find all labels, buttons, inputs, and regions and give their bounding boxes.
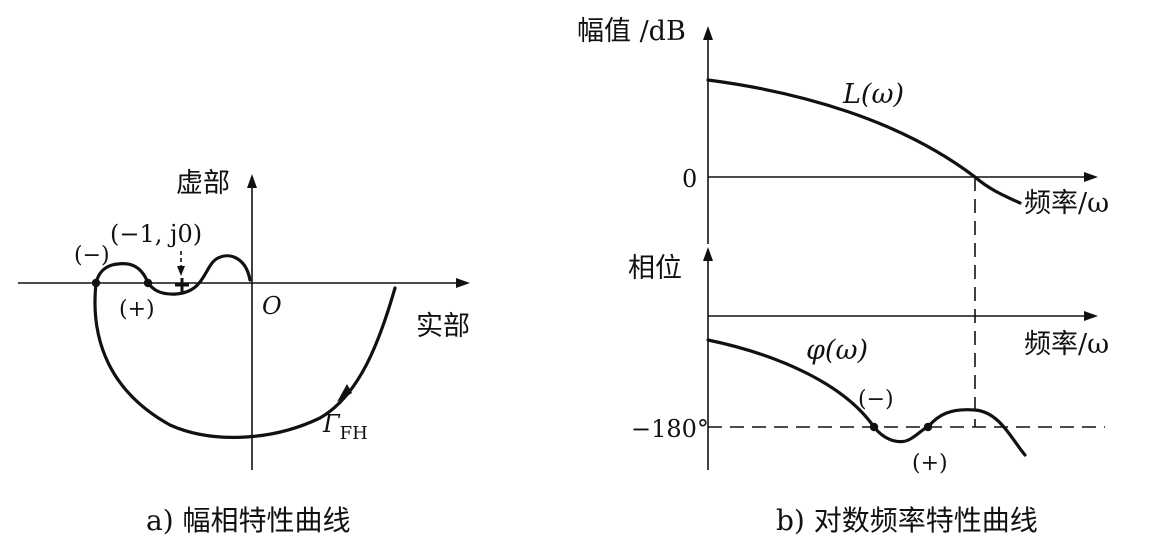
phase-crossing-label-negative: (−) (858, 387, 894, 412)
magnitude-zero-tick: 0 (682, 165, 697, 193)
imag-axis-arrowhead (247, 174, 257, 188)
imag-axis-label: 虚部 (176, 168, 230, 199)
magnitude-curve (706, 78, 1022, 205)
phase-crossing-dot-negative (869, 422, 879, 432)
phase-curve (706, 338, 1027, 457)
crossing-label-negative: (−) (74, 243, 110, 268)
real-axis-arrowhead (456, 278, 470, 288)
phase-curve-label: φ(ω) (806, 335, 868, 366)
curve-label: ΓFH (322, 410, 368, 444)
phase-axis-label: 相位 (628, 253, 682, 284)
origin-label: O (262, 292, 282, 320)
magnitude-axis-label: 幅值 /dB (577, 16, 686, 47)
real-axis-label: 实部 (416, 311, 470, 342)
phase-crossing-label-positive: (+) (912, 451, 948, 476)
phase-freq-axis-arrowhead (1084, 311, 1098, 321)
critical-point-pointer-arrowhead (177, 266, 185, 276)
crossing-dot-negative (91, 278, 101, 288)
panel-a-caption: a) 幅相特性曲线 (146, 504, 351, 537)
phase-tick: −180° (631, 415, 709, 443)
nyquist-direction-arrow (337, 384, 352, 402)
nyquist-curve (93, 254, 397, 439)
curve-label-main: Γ (322, 410, 341, 438)
phase-crossing-dot-positive (923, 422, 933, 432)
critical-point-label: (−1, j0) (110, 220, 202, 248)
panel-b-caption: b) 对数频率特性曲线 (776, 504, 1038, 537)
freq-axis-label-bottom: 频率/ω (1024, 329, 1109, 360)
panel-a: 虚部 (−1, j0) (−) (+) O 实部 ΓFH a) 幅相特性曲线 (18, 168, 470, 537)
magnitude-axis-arrowhead (703, 26, 713, 40)
curve-label-sub: FH (340, 423, 368, 444)
panel-b: 幅值 /dB 0 L(ω) 频率/ω 相位 频率/ω φ(ω) −180° (−… (577, 16, 1109, 537)
crossing-dot-positive (143, 278, 153, 288)
freq-axis-label-top: 频率/ω (1024, 188, 1109, 219)
crossing-label-positive: (+) (119, 297, 155, 322)
magnitude-freq-axis-arrowhead (1084, 172, 1098, 182)
magnitude-curve-label: L(ω) (842, 79, 904, 110)
phase-axis-arrowhead (703, 247, 713, 261)
